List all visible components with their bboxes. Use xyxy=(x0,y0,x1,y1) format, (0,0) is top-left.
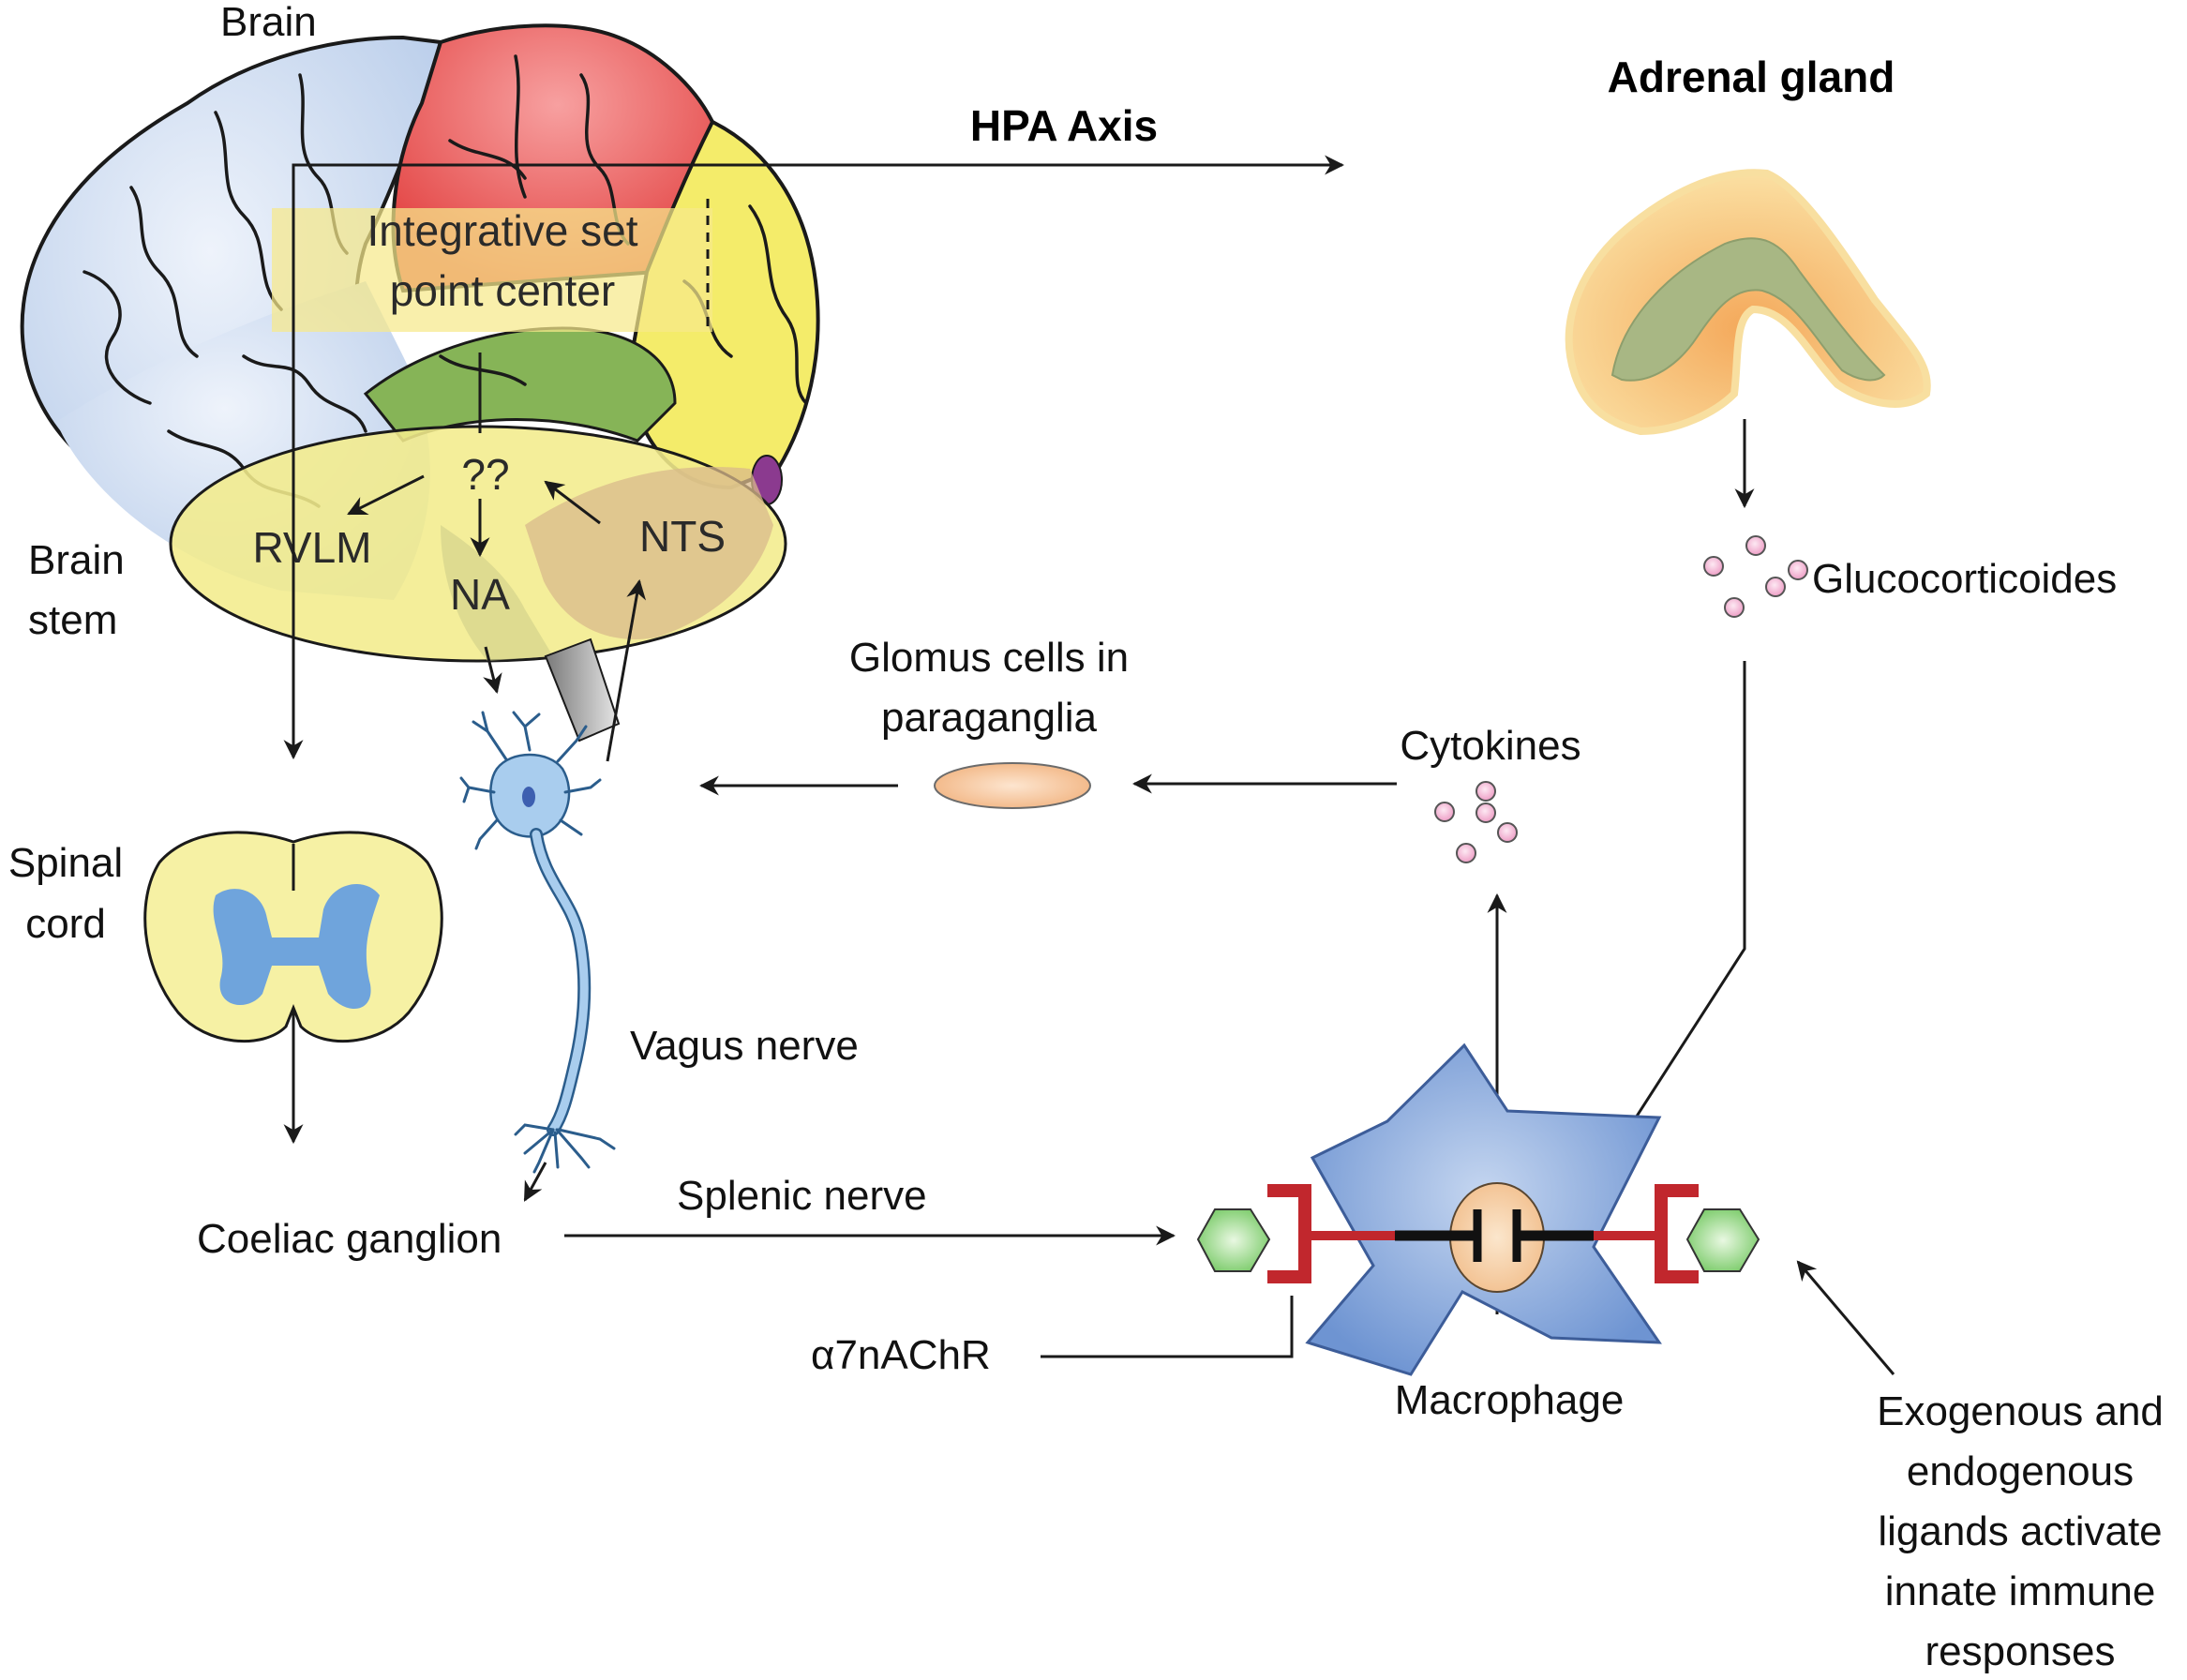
glucocorticoide-particles xyxy=(1703,535,1808,618)
adrenal-gland-label: Adrenal gland xyxy=(1608,52,1895,101)
cytokine-particle xyxy=(1434,802,1455,822)
ligands-label-3: ligands activate xyxy=(1878,1508,2162,1554)
ligands-label-5: responses xyxy=(1925,1628,2115,1674)
cytokine-particle xyxy=(1475,781,1496,802)
coeliac-ganglion-label: Coeliac ganglion xyxy=(197,1216,502,1262)
nts-to-unknown-arrow xyxy=(544,480,601,525)
ligands-label-1: Exogenous and xyxy=(1877,1388,2164,1434)
cytokine-particle xyxy=(1456,843,1476,863)
glucocorticoide-particle xyxy=(1703,556,1724,577)
brain-stem-label-1: Brain xyxy=(28,537,125,583)
hpa-axis-arrow xyxy=(292,155,1345,581)
receptor-pointer-line xyxy=(1041,1296,1294,1358)
glucocorticoide-particle xyxy=(1745,535,1766,556)
unknown-node-label: ?? xyxy=(461,450,509,499)
unknown-to-rvlm-arrow xyxy=(347,474,425,516)
neuron-nucleus xyxy=(522,787,535,807)
brain-internal-arrows xyxy=(347,199,710,558)
brain-label: Brain xyxy=(220,0,317,45)
integrative-label-2: point center xyxy=(390,266,615,315)
splenic-nerve-label: Splenic nerve xyxy=(677,1173,927,1219)
ligands-label-4: innate immune xyxy=(1885,1568,2156,1614)
vagus-terminals xyxy=(514,1123,616,1174)
hpa-axis-label: HPA Axis xyxy=(970,101,1158,150)
ligands-to-macrophage-arrow xyxy=(1796,1260,1895,1375)
cytokine-particles xyxy=(1434,781,1518,863)
glucocorticoide-particle xyxy=(1724,597,1745,618)
nts-region-shade xyxy=(525,467,773,639)
cytokine-particle xyxy=(1475,802,1496,823)
cytokine-particle xyxy=(1497,822,1518,843)
ligand-left-hexagon xyxy=(1196,1208,1271,1272)
vagus-axon xyxy=(530,828,592,1136)
vagus-nerve-label: Vagus nerve xyxy=(630,1023,859,1069)
glomus-label-2: paraganglia xyxy=(881,695,1097,741)
spinal-cord-label-1: Spinal xyxy=(8,840,123,886)
integrative-set-point-box xyxy=(272,208,712,332)
brain-temporal-green xyxy=(363,326,677,442)
na-label: NA xyxy=(450,570,510,619)
spinal-cord-label-2: cord xyxy=(25,901,106,947)
receptor-left-bracket xyxy=(1267,1184,1311,1283)
vagus-neuron-illustration xyxy=(459,711,616,1174)
rvlm-label: RVLM xyxy=(253,523,372,572)
glucocorticoid-inhibition-line xyxy=(1592,661,1746,1184)
adrenal-gland-illustration xyxy=(1565,169,1931,436)
glomus-label-1: Glomus cells in xyxy=(849,635,1129,681)
glomus-cell xyxy=(934,762,1091,809)
macrophage-label: Macrophage xyxy=(1395,1377,1625,1423)
adrenal-cortex xyxy=(1565,169,1931,436)
glucocorticoide-particle xyxy=(1788,560,1808,580)
glucocorticoide-particle xyxy=(1765,577,1786,597)
vagus-to-coeliac-arrow xyxy=(523,1162,547,1202)
glucocorticoides-label: Glucocorticoides xyxy=(1812,556,2117,602)
spinal-grey-matter xyxy=(213,884,380,1010)
adrenal-medulla xyxy=(1610,237,1886,382)
neuron-to-nts-arrow xyxy=(606,578,647,762)
cytokines-label: Cytokines xyxy=(1400,723,1580,769)
brainstem-stalk xyxy=(544,638,621,742)
macrophage-illustration xyxy=(1196,1042,1760,1376)
na-to-neuron-arrow xyxy=(483,646,502,695)
ligands-label-2: endogenous xyxy=(1907,1448,2134,1494)
spinal-cord-illustration xyxy=(143,831,443,1043)
ligand-right-hexagon xyxy=(1685,1208,1760,1272)
integrative-label-1: Integrative set xyxy=(367,206,638,255)
brain-stem-label-2: stem xyxy=(28,597,117,643)
na-region-shade xyxy=(441,525,553,661)
nts-label: NTS xyxy=(639,512,726,561)
neuron-dendrites xyxy=(459,711,602,850)
receptor-label: α7nAChR xyxy=(811,1332,991,1378)
